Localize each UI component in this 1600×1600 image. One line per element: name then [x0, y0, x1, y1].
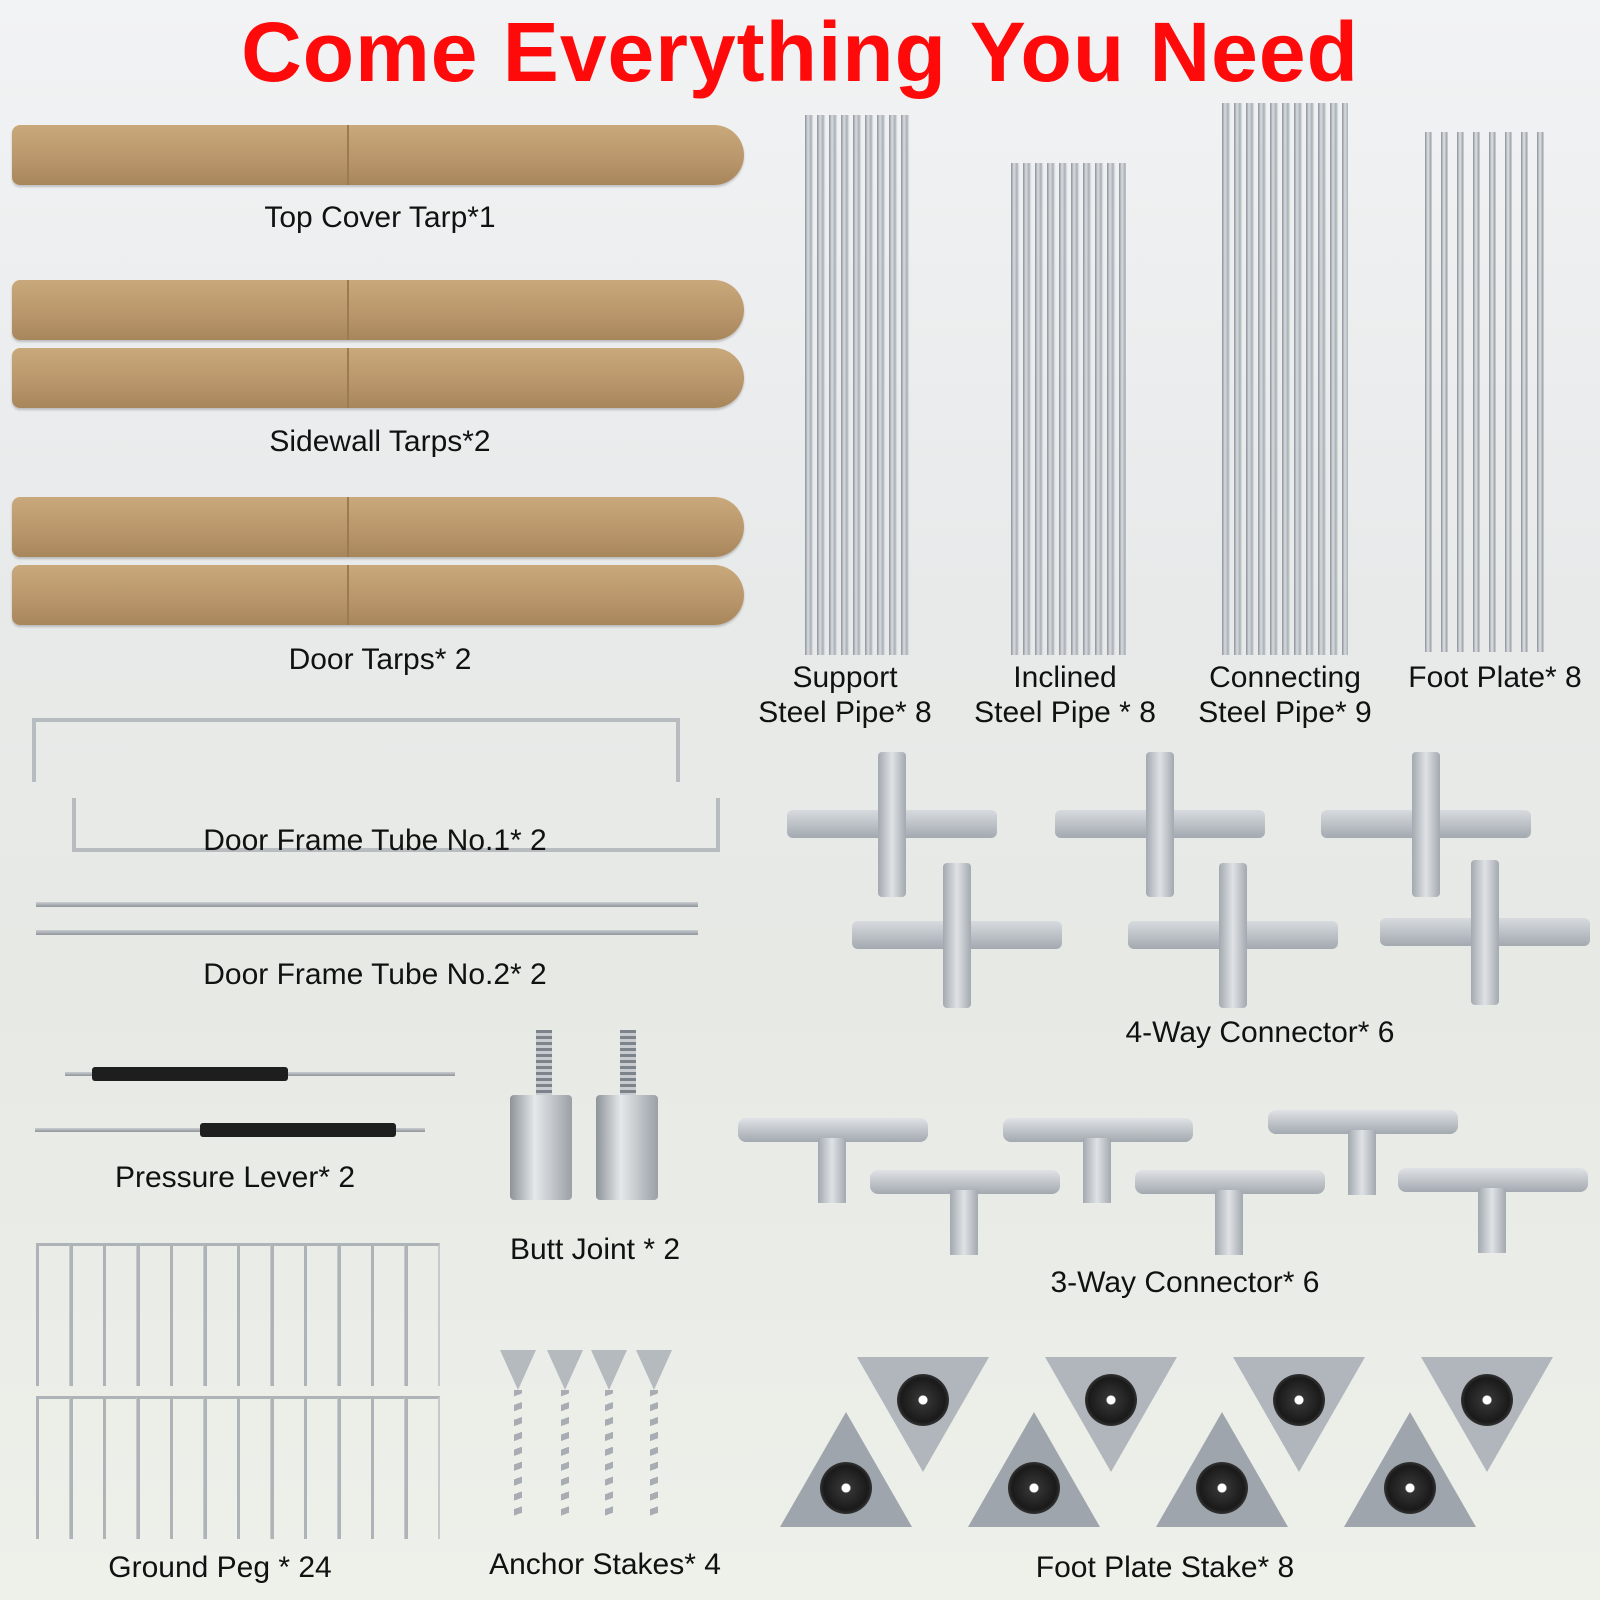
four-way-connector-image [1055, 752, 1265, 897]
ground-peg [371, 1396, 406, 1539]
pressure-lever-cylinder [200, 1123, 396, 1137]
anchor-stake-image [500, 1350, 536, 1520]
ground-peg [270, 1243, 306, 1386]
three-way-connector-label: 3-Way Connector* 6 [1050, 1266, 1320, 1299]
ground-peg [103, 1243, 138, 1386]
ground-peg [136, 1243, 172, 1386]
foot-plate-label: Foot Plate* 8 [1408, 661, 1582, 694]
ground-peg [170, 1396, 205, 1539]
ground-peg [203, 1243, 239, 1386]
butt-joint-bolt [536, 1030, 552, 1100]
butt-joint-image [510, 1095, 572, 1200]
ground-peg [136, 1396, 172, 1539]
label-line: Steel Pipe* 8 [758, 696, 932, 729]
ground-peg [170, 1243, 205, 1386]
four-way-connector-image [1128, 863, 1338, 1008]
four-way-connector-image [852, 863, 1062, 1008]
ground-peg [371, 1243, 406, 1386]
ground-peg [36, 1243, 71, 1386]
three-way-connector-image [1135, 1170, 1325, 1255]
ground-peg [270, 1396, 306, 1539]
three-way-connector-image [870, 1170, 1060, 1255]
ground-peg [36, 1396, 71, 1539]
foot-plate-stake-image [1344, 1412, 1476, 1527]
door-frame-tube-1-label: Door Frame Tube No.1* 2 [203, 824, 547, 857]
butt-joint-image [596, 1095, 658, 1200]
three-way-connector-image [738, 1118, 928, 1203]
sidewall-tarps-label: Sidewall Tarps*2 [269, 425, 491, 458]
ground-peg [304, 1396, 339, 1539]
door-frame-tube-1-image [32, 718, 680, 782]
door-frame-tube-2-image [36, 930, 698, 935]
ground-peg [69, 1396, 105, 1539]
foot-plate-stake-image [780, 1412, 912, 1527]
ground-peg [337, 1396, 373, 1539]
ground-peg [404, 1396, 440, 1539]
page-title: Come Everything You Need [241, 5, 1359, 99]
ground-peg [304, 1243, 339, 1386]
ground-peg-label: Ground Peg * 24 [108, 1551, 332, 1584]
label-line: Inclined [1013, 661, 1117, 694]
four-way-connector-image [1321, 752, 1531, 897]
anchor-stake-image [547, 1350, 583, 1520]
door-tarp-image [12, 565, 744, 625]
inclined-steel-pipes-image [1011, 163, 1126, 655]
door-tarp-image [12, 497, 744, 557]
label-line: Support [792, 661, 898, 694]
foot-plate-stake-image [1156, 1412, 1288, 1527]
butt-joint-bolt [620, 1030, 636, 1100]
label-line: Steel Pipe * 8 [974, 696, 1156, 729]
ground-peg [237, 1243, 272, 1386]
foot-plate-pipes-image [1425, 132, 1551, 652]
three-way-connector-image [1268, 1110, 1458, 1195]
ground-peg [337, 1243, 373, 1386]
door-tarps-label: Door Tarps* 2 [288, 643, 472, 676]
four-way-connector-image [1380, 860, 1590, 1005]
three-way-connector-image [1398, 1168, 1588, 1253]
foot-plate-stake-image [968, 1412, 1100, 1527]
anchor-stake-image [591, 1350, 627, 1520]
three-way-connector-image [1003, 1118, 1193, 1203]
connecting-steel-pipes-image [1222, 103, 1348, 655]
ground-peg [237, 1396, 272, 1539]
four-way-connector-label: 4-Way Connector* 6 [1125, 1016, 1395, 1049]
sidewall-tarp-image [12, 348, 744, 408]
butt-joint-label: Butt Joint * 2 [509, 1233, 681, 1266]
ground-peg [69, 1243, 105, 1386]
top-cover-tarp-image [12, 125, 744, 185]
anchor-stake-image [636, 1350, 672, 1520]
pressure-lever-label: Pressure Lever* 2 [114, 1161, 356, 1194]
label-line: Connecting [1209, 661, 1361, 694]
support-steel-pipes-image [805, 115, 913, 655]
anchor-stakes-label: Anchor Stakes* 4 [489, 1548, 721, 1581]
top-cover-tarp-label: Top Cover Tarp*1 [264, 201, 496, 234]
pressure-lever-cylinder [92, 1067, 288, 1081]
ground-peg [203, 1396, 239, 1539]
ground-peg [103, 1396, 138, 1539]
four-way-connector-image [787, 752, 997, 897]
ground-peg [404, 1243, 440, 1386]
sidewall-tarp-image [12, 280, 744, 340]
label-line: Steel Pipe* 9 [1198, 696, 1372, 729]
door-frame-tube-2-label: Door Frame Tube No.2* 2 [203, 958, 547, 991]
door-frame-tube-2-image [36, 902, 698, 907]
foot-plate-stake-label: Foot Plate Stake* 8 [1035, 1551, 1295, 1584]
door-frame-tube-1-image [72, 798, 720, 852]
